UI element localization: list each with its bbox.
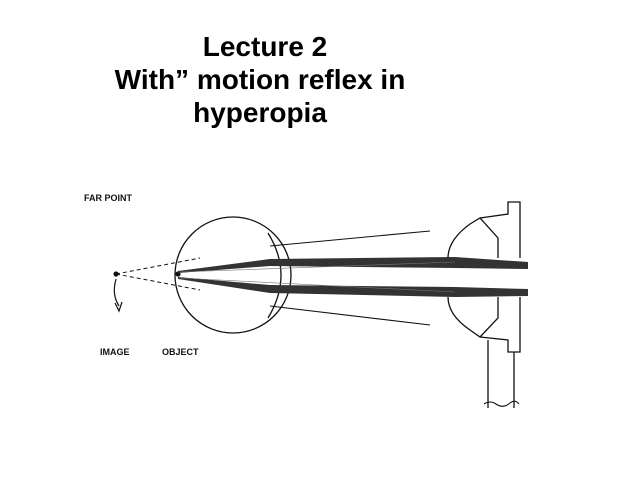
outer-ray-upper — [269, 230, 431, 247]
cornea — [267, 232, 282, 319]
motion-arrow — [113, 278, 120, 307]
eye-globe — [174, 216, 292, 334]
title-line-3: hyperopia — [193, 97, 327, 128]
title-line-2: With” motion reflex in — [114, 64, 406, 95]
image-label: IMAGE — [100, 347, 130, 357]
outer-ray-lower — [269, 305, 431, 326]
motion-arrowhead — [114, 301, 123, 313]
dashed-ray-upper — [115, 257, 201, 275]
slide-title: Lecture 2 With” motion reflex in hyperop… — [0, 30, 520, 129]
retinoscope-top-notch — [479, 201, 521, 258]
retinoscope-handle — [479, 297, 521, 353]
lower-beam-hatch — [179, 277, 456, 293]
title-line-1: Lecture 2 — [202, 31, 328, 62]
upper-beam — [178, 257, 528, 273]
far-point-label: FAR POINT — [84, 193, 133, 203]
dashed-ray-lower — [115, 273, 201, 291]
upper-beam-hatch — [179, 261, 456, 273]
object-label: OBJECT — [162, 347, 199, 357]
handle-break — [483, 400, 520, 407]
retinoscope-head — [447, 217, 499, 259]
retinoscope-head-lower — [447, 296, 499, 338]
